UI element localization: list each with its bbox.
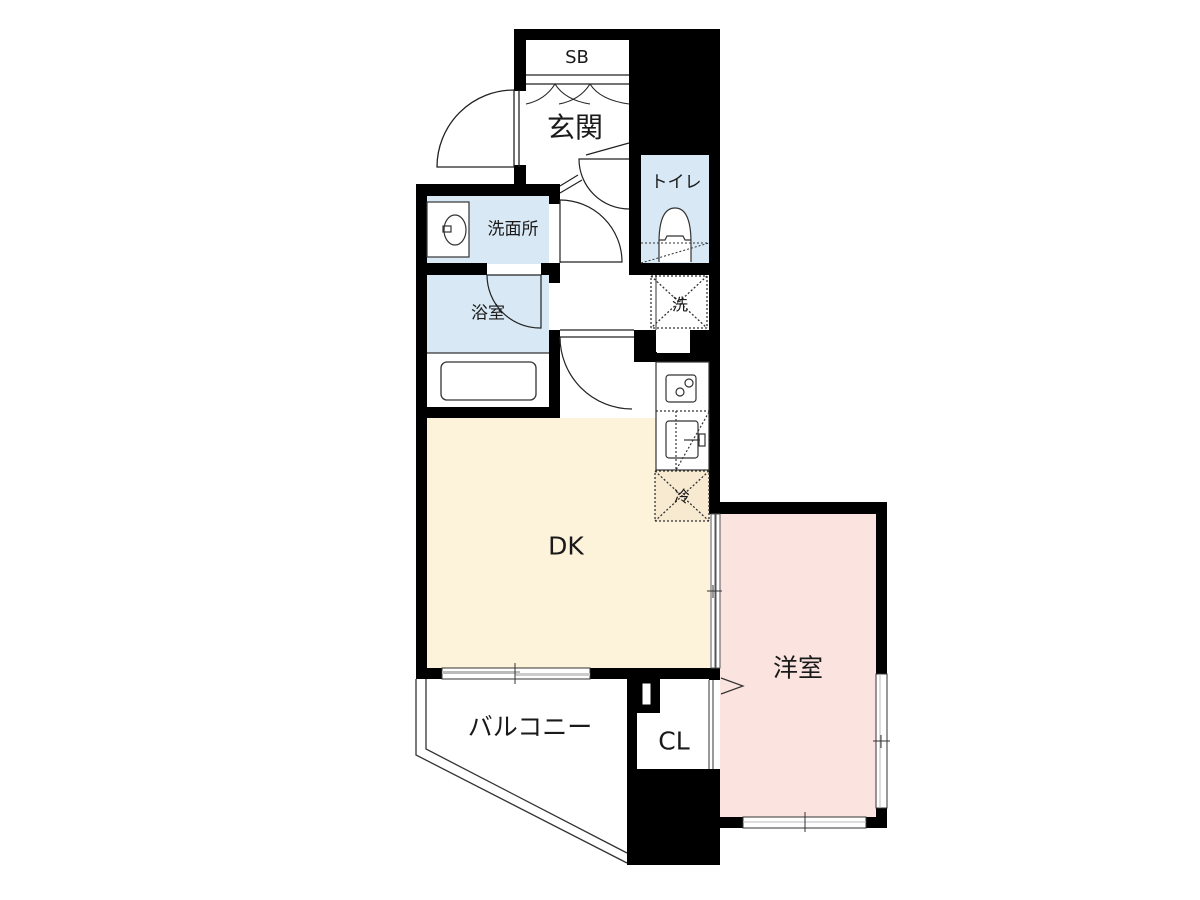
shoe-box-outline <box>526 40 629 75</box>
room-label-washroom: 洗面所 <box>487 219 539 240</box>
closet-notch <box>641 682 652 706</box>
western-right-window <box>873 673 890 809</box>
bathroom-door <box>486 274 542 329</box>
closet-floor <box>660 679 709 769</box>
western-bottom-window <box>742 812 867 832</box>
room-label-toilet: トイレ <box>650 172 702 193</box>
washroom-door <box>559 199 623 263</box>
kitchen-counter <box>655 361 710 471</box>
fixture-label-laundry: 洗 <box>671 295 689 314</box>
sliding-door-dk-western <box>707 513 722 669</box>
room-label-dk: DK <box>548 531 584 561</box>
dk-window <box>441 663 591 684</box>
entrance-door <box>436 89 520 168</box>
fixture-label-fridge: 冷 <box>673 487 691 506</box>
room-label-balcony: バルコニー <box>467 712 593 742</box>
balcony-railing <box>415 679 628 864</box>
room-label-western: 洋室 <box>772 653 824 683</box>
laundry-pan <box>650 275 708 329</box>
toilet-fixture <box>658 207 692 262</box>
walls <box>416 29 887 865</box>
toilet-door <box>559 142 630 210</box>
room-label-closet: CL <box>658 726 690 756</box>
shoe-closet-doors <box>525 83 630 105</box>
room-label-sb: SB <box>565 47 589 68</box>
dk-door <box>559 329 634 410</box>
western-room-floor <box>720 514 877 818</box>
washbasin <box>426 201 470 258</box>
fridge-space <box>654 470 710 522</box>
closet-door-marker <box>720 677 745 695</box>
room-label-bathroom: 浴室 <box>471 303 505 324</box>
bathtub <box>427 352 549 407</box>
room-label-entrance: 玄関 <box>546 111 604 144</box>
